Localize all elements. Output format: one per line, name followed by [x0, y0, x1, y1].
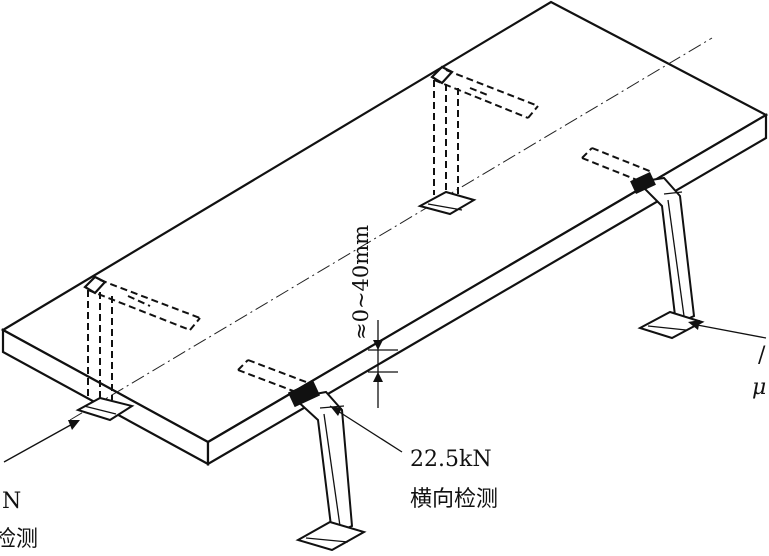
left-load-callout: N 检测 [0, 420, 80, 552]
slab-center-axis [69, 37, 713, 421]
gap-dimension-label: ≈0~40mm [349, 225, 373, 340]
support-front-middle [237, 359, 367, 552]
right-edge-callout: / μ [688, 320, 766, 400]
slab-top-face [0, 0, 769, 444]
right-load-caption: 横向检测 [410, 487, 498, 512]
left-load-value: N [2, 489, 21, 514]
right-load-callout: 22.5kN 横向检测 [329, 405, 498, 512]
slab [0, 0, 769, 466]
support-front-right [581, 147, 705, 340]
gap-dimension: ≈0~40mm [349, 225, 398, 408]
base-plate-front-right [637, 310, 705, 340]
left-load-caption: 检测 [0, 527, 38, 551]
support-back-middle [417, 65, 539, 216]
right-load-value: 22.5kN [410, 447, 492, 472]
base-plate-back-left [75, 396, 135, 422]
slab-side-face [206, 113, 768, 466]
support-back-left [75, 275, 201, 422]
base-plate-back-middle [417, 190, 477, 216]
right-edge-top: / [758, 343, 766, 368]
right-edge-bottom: μ [752, 375, 766, 400]
base-plate-front-middle [295, 520, 367, 552]
